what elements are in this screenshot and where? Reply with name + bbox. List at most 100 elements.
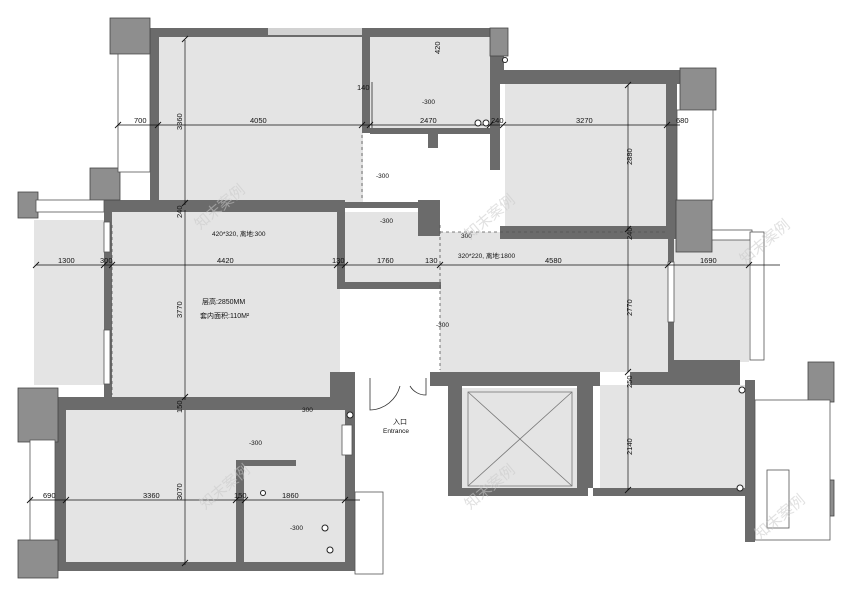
pillar xyxy=(109,17,151,55)
vent xyxy=(766,469,790,529)
socket-height: -300 xyxy=(290,525,303,532)
balcony-rail xyxy=(35,199,105,213)
bedroom-top-right xyxy=(505,84,667,227)
dim-label: 1760 xyxy=(377,256,394,265)
wall xyxy=(668,360,740,372)
dim-label: 700 xyxy=(134,116,147,125)
window-small xyxy=(667,261,675,323)
wall xyxy=(337,202,345,289)
dim-label: 2880 xyxy=(625,148,634,165)
wall xyxy=(448,386,462,496)
wall xyxy=(745,380,755,542)
socket-icon xyxy=(346,411,354,419)
dim-label: 2470 xyxy=(420,116,437,125)
wall xyxy=(337,282,441,289)
bedroom-top-left xyxy=(158,36,363,203)
socket-icon xyxy=(502,57,508,63)
duct xyxy=(354,491,384,575)
dashed-lines xyxy=(111,135,668,395)
dim-label: 1690 xyxy=(700,256,717,265)
annotations: 层高:2850MM 套内面积:110M² 420*320, 离地:300 320… xyxy=(200,99,515,532)
pillars xyxy=(17,17,835,579)
pillar xyxy=(807,361,835,403)
opening-note: 420*320, 离地:300 xyxy=(212,229,266,238)
socket-icon xyxy=(260,490,266,496)
bathroom-bottom xyxy=(245,470,345,562)
dim-label: 4420 xyxy=(217,256,234,265)
dining-balcony xyxy=(672,240,749,362)
pillar xyxy=(679,67,717,111)
wall xyxy=(362,28,370,133)
wall xyxy=(666,84,677,229)
socket-height: -300 xyxy=(380,218,393,225)
dim-label: 4580 xyxy=(545,256,562,265)
dim-label: 3360 xyxy=(175,113,184,130)
dim-label: 2140 xyxy=(625,438,634,455)
living-room xyxy=(112,212,340,397)
dim-label: 300 xyxy=(100,256,113,265)
socket-icon xyxy=(321,524,329,532)
dim-label: 420 xyxy=(433,41,442,54)
wall xyxy=(500,70,680,84)
wall xyxy=(418,200,440,236)
socket-height: 300 xyxy=(461,233,472,240)
socket-height: -300 xyxy=(376,173,389,180)
dim-label: 3270 xyxy=(576,116,593,125)
pillar xyxy=(17,191,39,219)
dim-label: 1300 xyxy=(58,256,75,265)
wall xyxy=(430,372,600,386)
dim-label: 150 xyxy=(234,491,247,500)
floor-height-note: 层高:2850MM xyxy=(202,297,245,306)
dim-label: 690 xyxy=(43,491,56,500)
dim-label: 240 xyxy=(625,227,634,240)
balcony-rail xyxy=(711,229,753,241)
wall xyxy=(428,134,438,148)
balcony-right-mid xyxy=(749,231,765,361)
window-small xyxy=(103,329,111,385)
wall xyxy=(330,372,355,410)
entrance-label-en: Entrance xyxy=(383,428,409,435)
socket-height: -300 xyxy=(422,99,435,106)
dim-label: 130 xyxy=(332,256,345,265)
dim-label: 1860 xyxy=(282,491,299,500)
wall xyxy=(98,200,345,212)
opening-note: 320*220, 离地:1800 xyxy=(458,251,515,260)
pillar xyxy=(17,387,59,443)
wall xyxy=(104,212,112,397)
wall xyxy=(55,562,355,571)
living-balcony xyxy=(34,220,110,385)
pillar xyxy=(89,167,121,201)
entrance-label-cn: 入口 xyxy=(393,418,407,426)
indoor-area-note: 套内面积:110M² xyxy=(200,311,250,320)
wall xyxy=(593,488,753,496)
wall xyxy=(370,128,495,134)
dim-label: 3360 xyxy=(143,491,160,500)
balcony-right-top xyxy=(676,109,714,201)
dim-label: 3770 xyxy=(175,301,184,318)
socket-height: -300 xyxy=(436,322,449,329)
wall xyxy=(236,460,244,565)
socket-icon xyxy=(738,386,746,394)
wall xyxy=(630,372,740,385)
wall xyxy=(345,410,355,570)
dim-label: 3070 xyxy=(175,483,184,500)
wall xyxy=(55,397,355,410)
dimension-labels: 700 4050 2470 240 3270 680 140 1300 300 … xyxy=(43,41,717,500)
bedroom-bottom-right xyxy=(600,385,745,495)
fixtures xyxy=(260,57,746,554)
dimension-lines xyxy=(30,40,780,565)
wall xyxy=(577,386,593,488)
socket-height: -300 xyxy=(249,440,262,447)
dim-label: 240 xyxy=(175,205,184,218)
bathroom-top-middle xyxy=(370,36,492,128)
dim-label: 240 xyxy=(491,116,504,125)
wall xyxy=(236,460,296,466)
socket-height: 300 xyxy=(302,407,313,414)
dimension-ticks xyxy=(26,35,753,567)
balcony-left-bottom xyxy=(29,439,56,541)
dim-label: 4050 xyxy=(250,116,267,125)
window-small xyxy=(103,221,111,253)
window-top xyxy=(268,28,363,35)
entrance-door xyxy=(369,378,427,411)
